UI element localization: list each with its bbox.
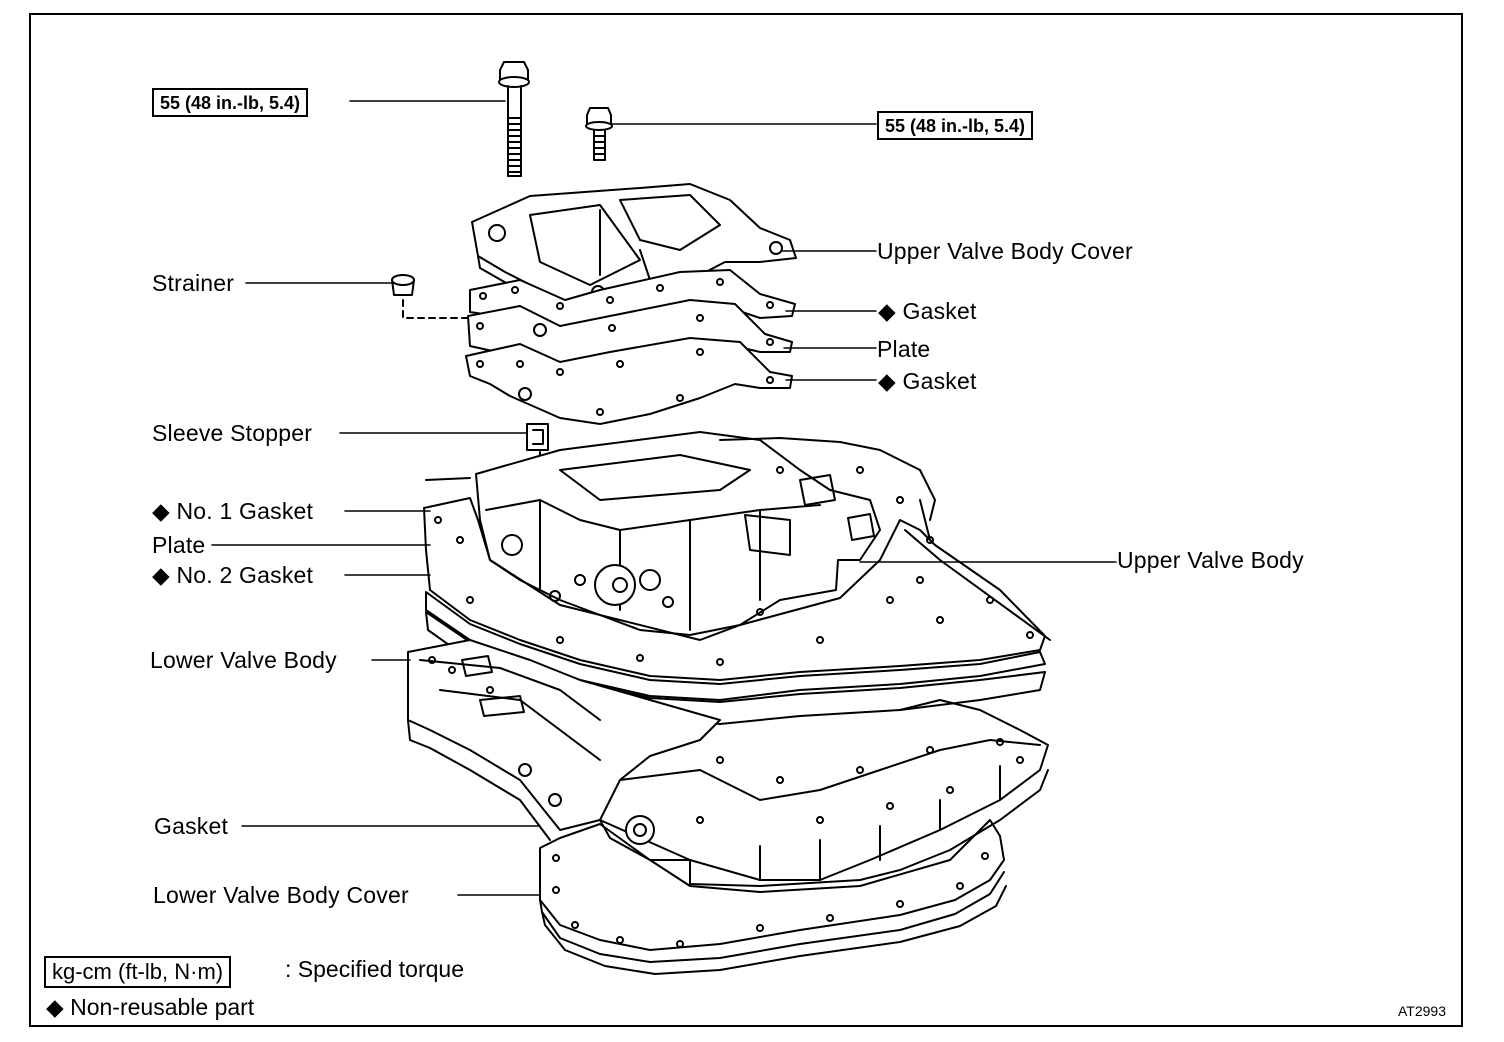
label-no2-gasket: ◆ No. 2 Gasket [152,564,313,587]
sleeve-stopper-part [526,423,549,477]
long-bolt [498,61,530,177]
no2-gasket-text: No. 2 Gasket [176,562,314,588]
legend-non-reusable: ◆ Non-reusable part [46,996,254,1019]
legend-non-reusable-text: Non-reusable part [70,994,255,1020]
label-upper-valve-body-cover: Upper Valve Body Cover [877,238,1133,264]
gasket-upper-2-text: Gasket [902,368,977,394]
strainer-part [391,274,471,319]
lower-valve-body-cover-part [539,819,1007,975]
figure-frame [29,13,1463,1027]
label-gasket-upper-1: ◆ Gasket [878,300,977,323]
label-no1-gasket: ◆ No. 1 Gasket [152,500,313,523]
non-reusable-diamond-icon: ◆ [46,994,64,1020]
upper-gasket-2 [465,337,793,425]
no1-gasket-part [423,466,1046,681]
label-strainer: Strainer [152,270,235,296]
lower-valve-body-part [407,639,1049,887]
upper-valve-body-part [475,431,881,636]
legend-torque-units: kg-cm (ft-lb, N·m) [44,956,232,988]
non-reusable-diamond-icon: ◆ [878,298,896,324]
label-lower-valve-body: Lower Valve Body [150,647,337,673]
label-gasket-bottom: Gasket [154,813,229,839]
label-plate-lower: Plate [152,532,206,558]
leader-lines [211,100,1117,896]
figure-code: AT2993 [1398,1003,1446,1019]
non-reusable-diamond-icon: ◆ [878,368,896,394]
label-gasket-upper-2: ◆ Gasket [878,370,977,393]
gasket-upper-1-text: Gasket [902,298,977,324]
label-sleeve-stopper: Sleeve Stopper [152,420,313,446]
label-lower-valve-body-cover: Lower Valve Body Cover [153,882,409,908]
no1-gasket-text: No. 1 Gasket [176,498,314,524]
label-upper-valve-body: Upper Valve Body [1117,547,1304,573]
torque-callout-long-bolt: 55 (48 in.-lb, 5.4) [152,88,309,117]
legend-torque-description: : Specified torque [285,956,465,982]
short-bolt [585,107,613,161]
torque-callout-short-bolt: 55 (48 in.-lb, 5.4) [877,111,1034,140]
non-reusable-diamond-icon: ◆ [152,562,170,588]
label-plate-upper: Plate [877,336,931,362]
non-reusable-diamond-icon: ◆ [152,498,170,524]
